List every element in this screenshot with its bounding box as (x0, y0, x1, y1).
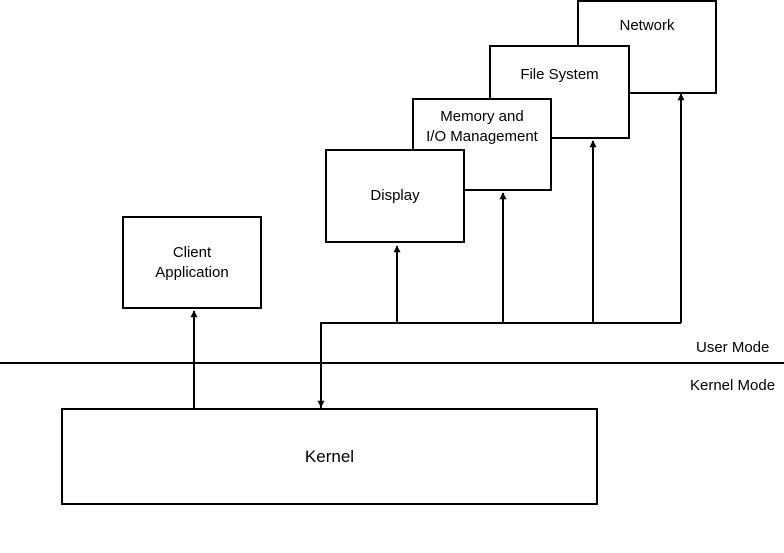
kernel-label: Kernel (304, 446, 355, 466)
file-system-label: File System (520, 66, 599, 83)
network-label: Network (619, 17, 675, 34)
display-label: Display (370, 187, 420, 204)
kernel-mode-label: Kernel Mode (690, 377, 776, 394)
client-label-line2: Application (155, 263, 229, 281)
user-mode-label: User Mode (696, 339, 770, 356)
client-label-line1: Client (172, 243, 212, 261)
client-application-box: Client Application (122, 216, 262, 309)
memory-label-line1: Memory and (440, 108, 524, 125)
display-box: Display (325, 149, 465, 243)
subsystem-bus-line (320, 322, 681, 408)
kernel-box: Kernel (61, 408, 598, 505)
memory-io-management-box: Memory and I/O Management (412, 98, 552, 191)
memory-label-line2: I/O Management (426, 128, 538, 145)
